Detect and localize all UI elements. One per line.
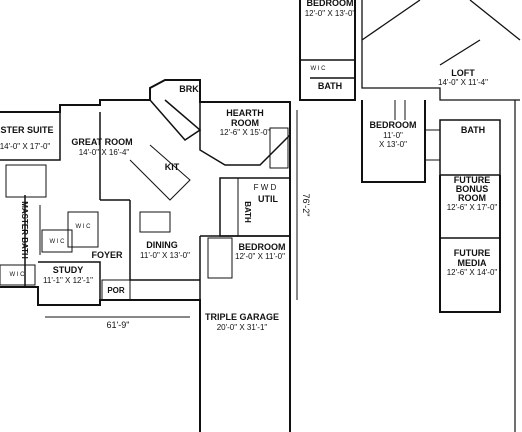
wic-lower-name: W I C [50, 239, 66, 245]
wic-upper-name: W I C [76, 224, 92, 230]
loft-name: LOFT [451, 68, 475, 78]
bedroom-mid-name: BEDROOM [370, 120, 417, 130]
wic-left-name: W I C [10, 272, 26, 278]
second-floor-walls [299, 0, 521, 432]
fwd-name: F W D [254, 183, 277, 192]
bedroom-top-size: 12'-0" X 13'-0" [305, 9, 356, 18]
por-name: POR [107, 286, 125, 295]
foyer-name: FOYER [91, 250, 123, 260]
bedroom-main-size: 12'-0" X 11'-0" [235, 252, 285, 261]
master-suite-name: MASTER SUITE [0, 125, 54, 135]
garage-name: TRIPLE GARAGE [205, 312, 279, 322]
future-bonus-name-3: ROOM [458, 193, 486, 203]
bedroom-top-name: BEDROOM [307, 0, 354, 8]
great-room-name: GREAT ROOM [71, 137, 132, 147]
hearth-room-name-2: ROOM [231, 118, 259, 128]
kit-name: KIT [165, 162, 180, 172]
future-media-name-2: MEDIA [458, 258, 488, 268]
wic-top-name: W I C [311, 66, 327, 72]
brk-name: BRK [179, 84, 199, 94]
bath-right-name: BATH [461, 125, 485, 135]
hearth-room-name-1: HEARTH [226, 108, 264, 118]
first-floor-labels: MASTER SUITE 14'-0" X 17'-0" GREAT ROOM … [0, 84, 311, 332]
util-name: UTIL [258, 194, 278, 204]
future-bonus-name-2: BONUS [456, 184, 489, 194]
bedroom-mid-size-1: 11'-0" [383, 131, 403, 140]
master-suite-size: 14'-0" X 17'-0" [0, 142, 50, 151]
master-bath-name: MASTER BATH [20, 201, 29, 259]
depth-dimension: 76'-2" [301, 194, 311, 217]
future-media-name-1: FUTURE [454, 248, 491, 258]
hearth-room-size: 12'-6" X 15'-0" [220, 128, 271, 137]
study-size: 11'-1" X 12'-1" [43, 276, 93, 285]
future-bonus-size: 12'-6" X 17'-0" [447, 203, 498, 212]
bath-top-name: BATH [318, 81, 342, 91]
loft-size: 14'-0" X 11'-4" [438, 78, 488, 87]
bedroom-main-name: BEDROOM [239, 242, 286, 252]
dining-name: DINING [146, 240, 178, 250]
garage-size: 20'-0" X 31'-1" [217, 323, 268, 332]
first-floor-walls [0, 79, 291, 432]
dimension-lines [45, 110, 298, 318]
bedroom-mid-size-2: X 13'-0" [379, 140, 407, 149]
great-room-size: 14'-0" X 16'-4" [79, 148, 130, 157]
bath-side-name: BATH [243, 201, 252, 223]
study-name: STUDY [53, 265, 84, 275]
width-dimension: 61'-9" [107, 320, 130, 330]
future-media-size: 12'-6" X 14'-0" [447, 268, 498, 277]
future-bonus-name-1: FUTURE [454, 175, 491, 185]
dining-size: 11'-0" X 13'-0" [140, 251, 190, 260]
second-floor-labels: BEDROOM 12'-0" X 13'-0" W I C BATH LOFT … [305, 0, 498, 277]
